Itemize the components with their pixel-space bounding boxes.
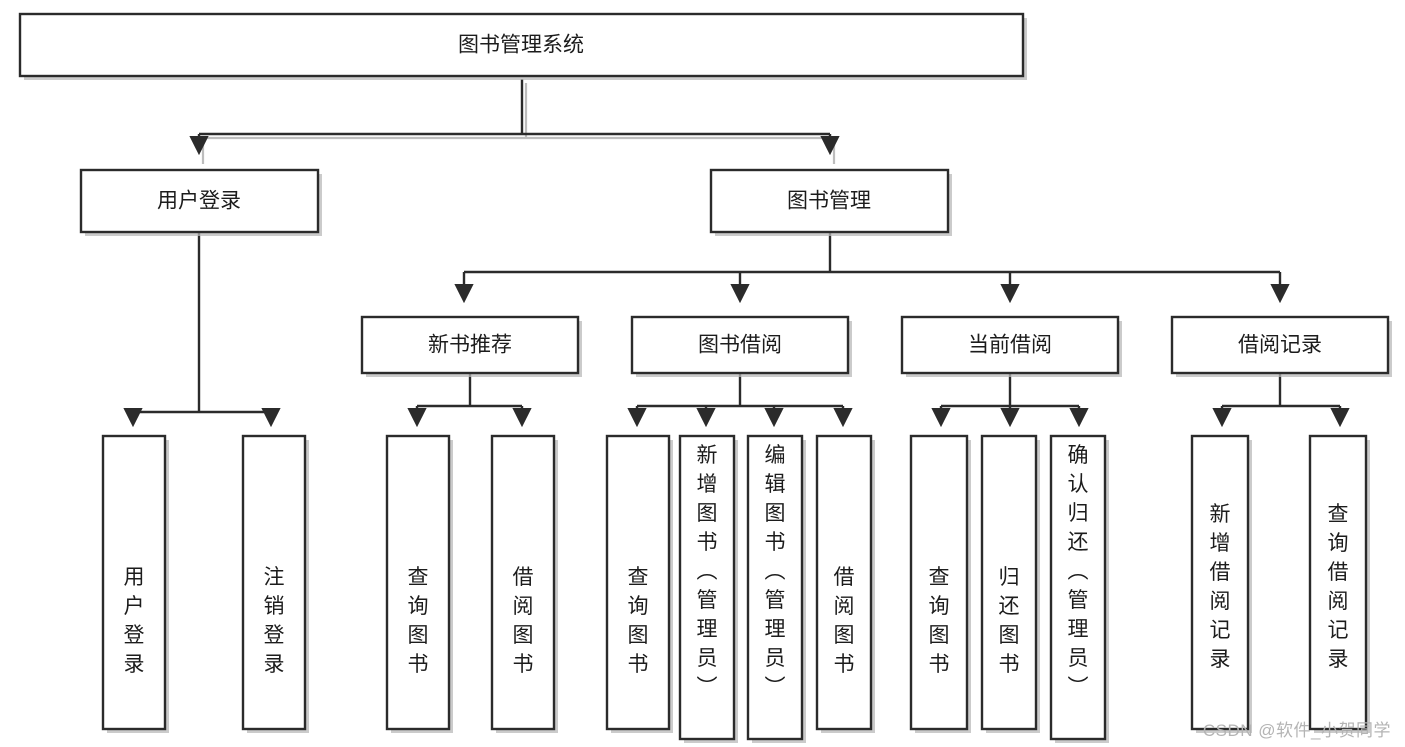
- leaf-book-borrow-2[interactable]: 新增图书︵管理员︶: [678, 434, 738, 743]
- leaf-book-borrow-3-label: 编辑图书︵管理员︶: [765, 444, 786, 699]
- node-root-label: 图书管理系统: [458, 34, 584, 57]
- leaf-borrow-record-1-label: 新增借阅记录: [1210, 503, 1231, 671]
- leaf-book-borrow-1[interactable]: 查询图书: [605, 434, 673, 733]
- leaf-borrow-record-1[interactable]: 新增借阅记录: [1190, 434, 1252, 733]
- leaf-current-borrow-1[interactable]: 查询图书: [909, 434, 971, 733]
- leaf-current-borrow-3-label: 确认归还︵管理员︶: [1068, 444, 1089, 699]
- node-user-login[interactable]: 用户登录: [79, 168, 322, 236]
- leaf-book-borrow-4-label: 借阅图书: [834, 566, 855, 676]
- node-current-borrow-label: 当前借阅: [968, 334, 1052, 357]
- leaf-new-book-2[interactable]: 借阅图书: [490, 434, 558, 733]
- leaf-user-login-2-label: 注销登录: [264, 566, 285, 676]
- node-borrow-record-label: 借阅记录: [1238, 334, 1322, 357]
- leaf-current-borrow-2[interactable]: 归还图书: [980, 434, 1040, 733]
- leaf-user-login-2[interactable]: 注销登录: [241, 434, 309, 733]
- leaf-borrow-record-2-label: 查询借阅记录: [1328, 503, 1349, 671]
- leaf-new-book-1[interactable]: 查询图书: [385, 434, 453, 733]
- leaf-user-login-1-label: 用户登录: [124, 566, 145, 676]
- node-new-book-recommend-label: 新书推荐: [428, 334, 512, 357]
- node-book-borrow[interactable]: 图书借阅: [630, 315, 852, 377]
- node-book-manage-label: 图书管理: [787, 190, 871, 213]
- node-root[interactable]: 图书管理系统: [18, 12, 1027, 80]
- node-new-book-recommend[interactable]: 新书推荐: [360, 315, 582, 377]
- leaf-current-borrow-3[interactable]: 确认归还︵管理员︶: [1049, 434, 1109, 743]
- leaf-book-borrow-3[interactable]: 编辑图书︵管理员︶: [746, 434, 806, 743]
- leaf-new-book-1-label: 查询图书: [408, 566, 429, 676]
- node-borrow-record[interactable]: 借阅记录: [1170, 315, 1392, 377]
- node-current-borrow[interactable]: 当前借阅: [900, 315, 1122, 377]
- csdn-watermark: CSDN @软件_小贺同学: [1202, 721, 1391, 740]
- node-user-login-label: 用户登录: [157, 190, 241, 213]
- leaf-book-borrow-2-label: 新增图书︵管理员︶: [697, 444, 718, 699]
- leaf-current-borrow-1-label: 查询图书: [929, 566, 950, 676]
- leaf-book-borrow-4[interactable]: 借阅图书: [815, 434, 875, 733]
- node-book-borrow-label: 图书借阅: [698, 334, 782, 357]
- connectors: [123, 79, 1350, 428]
- node-book-manage[interactable]: 图书管理: [709, 168, 952, 236]
- leaf-current-borrow-2-label: 归还图书: [999, 566, 1020, 676]
- leaf-user-login-1[interactable]: 用户登录: [101, 434, 169, 733]
- leaf-new-book-2-label: 借阅图书: [513, 566, 534, 676]
- leaf-borrow-record-2[interactable]: 查询借阅记录: [1308, 434, 1370, 733]
- leaf-book-borrow-1-label: 查询图书: [628, 566, 649, 676]
